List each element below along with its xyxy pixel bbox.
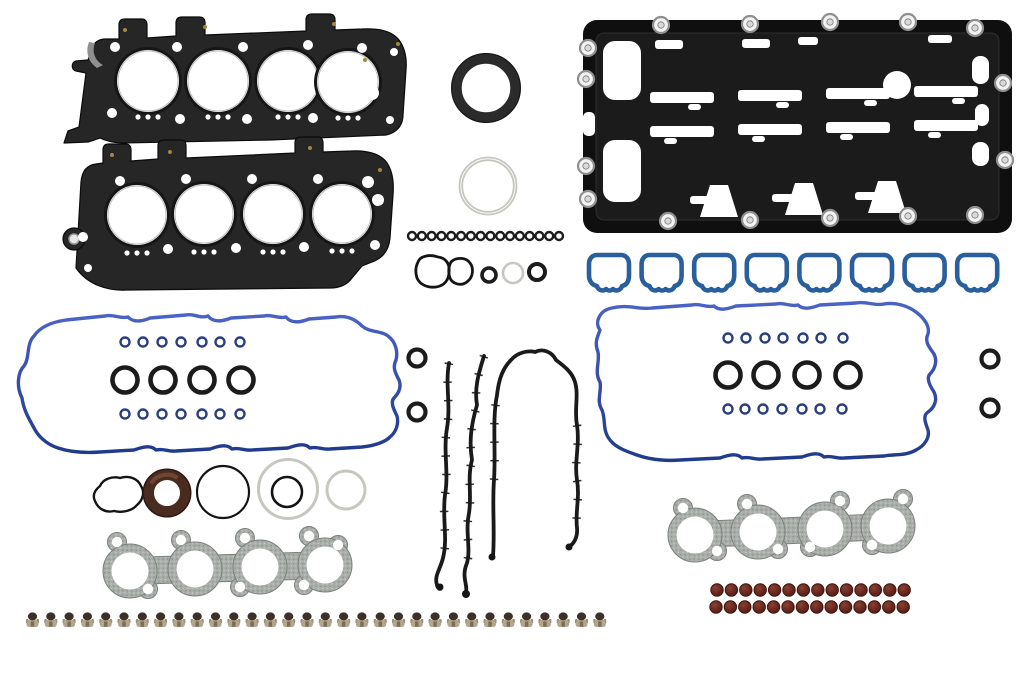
water-pump-gasket [92, 475, 145, 513]
oil-pan-metal-grommets [576, 12, 1015, 231]
trio-orings [480, 261, 547, 285]
oil-pan-cutouts [583, 35, 989, 217]
valve-cover-gasket-left [16, 312, 402, 455]
valve-seal-row [26, 612, 607, 627]
gray-ring-with-inner-seal [257, 458, 319, 520]
front-cover-strip-seals [434, 348, 583, 598]
exhaust-manifold-gasket-left [102, 526, 353, 599]
large-white-oring [458, 156, 518, 216]
valve-cover-gasket-right [594, 300, 938, 463]
side-orings [406, 347, 1001, 423]
camshaft-seal-brown [142, 468, 192, 518]
exhaust-manifold-gasket-right [667, 489, 916, 563]
rear-main-seal [451, 53, 521, 123]
small-gray-ring [325, 469, 367, 511]
gasket-crescent-mark [87, 42, 103, 68]
front-seal-row [92, 458, 367, 520]
small-oring-row [406, 230, 565, 242]
intake-port-gasket-row [589, 255, 997, 291]
large-black-oring [195, 464, 251, 520]
head-gasket-bank1 [63, 13, 407, 144]
maroon-stem-seal-rows [709, 583, 911, 614]
head-gasket-bank2-bores-and-holes [78, 146, 384, 272]
valve-cover-right-seal-rings [713, 332, 863, 415]
twin-loop-gasket [414, 254, 474, 289]
valve-cover-left-seal-rings [110, 336, 256, 420]
head-gasket-bank2 [62, 136, 394, 291]
head-gasket-bank1-bores-and-holes [107, 22, 400, 124]
oil-pan-windage-tray [576, 12, 1015, 233]
